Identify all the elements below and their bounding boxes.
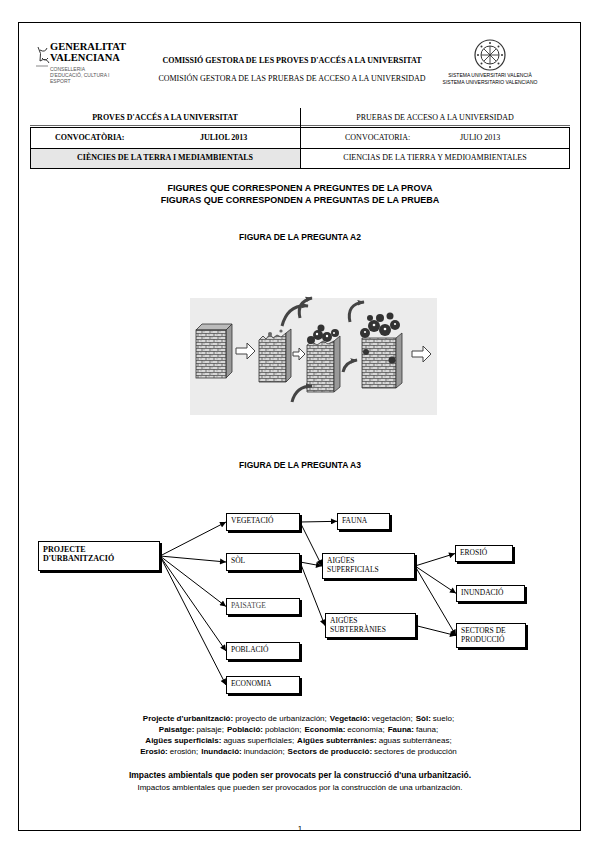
- source-box: PROJECTE D'URBANITZACIÓ: [38, 541, 160, 571]
- impact-box: EROSIÓ: [455, 545, 513, 562]
- impact-box: FAUNA: [337, 513, 390, 530]
- impact-box: VEGETACIÓ: [226, 513, 300, 531]
- impact-arrow: [300, 522, 322, 566]
- glossary-translation: población;: [265, 725, 301, 734]
- header-line: COMISIÓN GESTORA DE LAS PRUEBAS DE ACCES…: [127, 74, 457, 83]
- glossary-translation: aguas subterráneas;: [379, 736, 452, 745]
- box-text: SECTORS DE PRODUCCIÓ: [461, 627, 521, 644]
- header-line: COMISSIÓ GESTORA DE LES PROVES D'ACCÉS A…: [127, 56, 457, 65]
- glossary-term: Població:: [227, 725, 263, 734]
- glossary-translation: fauna;: [416, 725, 438, 734]
- impact-box: PAISATGE: [226, 598, 300, 615]
- impact-arrow: [300, 562, 322, 566]
- table-cell: CIENCIAS DE LA TIERRA Y MEDIOAMBIENTALES: [305, 153, 565, 162]
- glossary-term: Inundació:: [201, 747, 241, 756]
- page-heading: FIGURAS QUE CORRESPONDEN A PREGUNTAS DE …: [40, 195, 560, 205]
- glossary-line: Aigües superficials:aguas superficiales;…: [20, 735, 580, 746]
- glossary-term: Vegetació:: [330, 714, 370, 723]
- glossary-term: Sòl:: [416, 714, 431, 723]
- figure-caption: Impactes ambientals que poden ser provoc…: [20, 771, 580, 781]
- impact-arrow: [160, 522, 226, 556]
- box-text: PAISATGE: [231, 602, 295, 611]
- box-text: AIGÜES SUPERFICIALS: [327, 557, 389, 574]
- logo-text: GENERALITAT VALENCIANA: [50, 42, 126, 63]
- impact-arrow: [415, 566, 456, 593]
- glossary-term: Aigües superficials:: [145, 736, 221, 745]
- header-table: [30, 108, 570, 169]
- glossary-line: Paisatge:paisaje;Població:población;Econ…: [20, 724, 580, 735]
- glossary-translation: economía;: [347, 725, 384, 734]
- page-number: 1: [280, 824, 320, 833]
- glossary-term: Sectors de producció:: [288, 747, 372, 756]
- impact-box: INUNDACIÓ: [456, 585, 525, 602]
- page-frame: [19, 23, 581, 831]
- impact-arrow: [415, 554, 455, 567]
- table-cell: CONVOCATORIA:: [345, 133, 455, 142]
- glossary-translation: aguas superficiales;: [223, 736, 294, 745]
- impact-arrow: [160, 556, 226, 685]
- impact-box: ECONOMIA: [226, 676, 300, 694]
- table-cell: PRUEBAS DE ACCESO A LA UNIVERSIDAD: [305, 113, 565, 122]
- box-text: PROJECTE D'URBANITZACIÓ: [43, 545, 123, 563]
- caption-translation: Impactos ambientales que pueden ser prov…: [20, 783, 580, 792]
- impact-box: AIGÜES SUPERFICIALS: [322, 553, 415, 579]
- weathering-illustration: [190, 298, 437, 415]
- glossary-translation: vegetación;: [372, 714, 413, 723]
- impact-box: AIGÜES SUBTERRÀNIES: [325, 613, 416, 638]
- glossary-block: Projecte d'urbanització:proyecto de urba…: [20, 713, 580, 757]
- table-cell: CIÈNCIES DE LA TERRA I MEDIAMBIENTALS: [35, 153, 295, 162]
- figure-heading: FIGURA DE LA PREGUNTA A2: [150, 233, 450, 243]
- table-cell: JULIO 2013: [460, 133, 550, 142]
- glossary-translation: suelo;: [433, 714, 454, 723]
- table-cell: CONVOCATÒRIA:: [55, 133, 165, 142]
- impact-arrow: [300, 521, 337, 523]
- table-cell: JULIOL 2013: [200, 133, 290, 142]
- figure-heading: FIGURA DE LA PREGUNTA A3: [150, 461, 450, 471]
- glossary-translation: inundación;: [244, 747, 285, 756]
- glossary-term: Projecte d'urbanització:: [143, 714, 233, 723]
- impact-arrow: [415, 566, 456, 636]
- impact-arrow: [416, 626, 456, 636]
- glossary-term: Aigües subterrànies:: [297, 736, 377, 745]
- table-cell: PROVES D'ACCÉS A LA UNIVERSITAT: [35, 113, 295, 122]
- glossary-translation: proyecto de urbanización;: [235, 714, 327, 723]
- glossary-term: Economia:: [304, 725, 345, 734]
- university-seal: [475, 40, 505, 70]
- box-text: SÒL: [231, 557, 295, 566]
- glossary-translation: paisaje;: [196, 725, 224, 734]
- generalitat-emblem: [36, 47, 49, 66]
- glossary-term: Fauna:: [388, 725, 414, 734]
- impact-box: POBLACIÓ: [226, 642, 300, 660]
- logo-subtext: CONSELLERIA D'EDUCACIÓ, CULTURA I ESPORT: [50, 67, 116, 84]
- glossary-translation: erosión;: [170, 747, 198, 756]
- glossary-line: Erosió:erosión;Inundació:inundación;Sect…: [20, 746, 580, 757]
- box-text: AIGÜES SUBTERRÀNIES: [330, 617, 398, 634]
- impact-arrow: [160, 556, 226, 562]
- glossary-term: Paisatge:: [159, 725, 195, 734]
- glossary-term: Erosió:: [140, 747, 168, 756]
- page-heading: FIGURES QUE CORRESPONEN A PREGUNTES DE L…: [40, 183, 560, 193]
- box-text: FAUNA: [342, 517, 385, 526]
- glossary-translation: sectores de producción: [374, 747, 457, 756]
- box-text: INUNDACIÓ: [461, 589, 520, 598]
- box-text: POBLACIÓ: [231, 646, 295, 655]
- box-text: EROSIÓ: [460, 549, 508, 558]
- seal-text: SISTEMA UNIVERSITARIO VALENCIANO: [435, 80, 545, 86]
- impact-arrow: [160, 556, 226, 607]
- impact-box: SECTORS DE PRODUCCIÓ: [456, 623, 526, 648]
- impact-box: SÒL: [226, 553, 300, 571]
- impact-arrow: [160, 556, 226, 651]
- box-text: VEGETACIÓ: [231, 517, 295, 526]
- seal-text: SISTEMA UNIVERSITARI VALENCIÀ: [435, 73, 545, 79]
- box-text: ECONOMIA: [231, 680, 295, 689]
- glossary-line: Projecte d'urbanització:proyecto de urba…: [20, 713, 580, 724]
